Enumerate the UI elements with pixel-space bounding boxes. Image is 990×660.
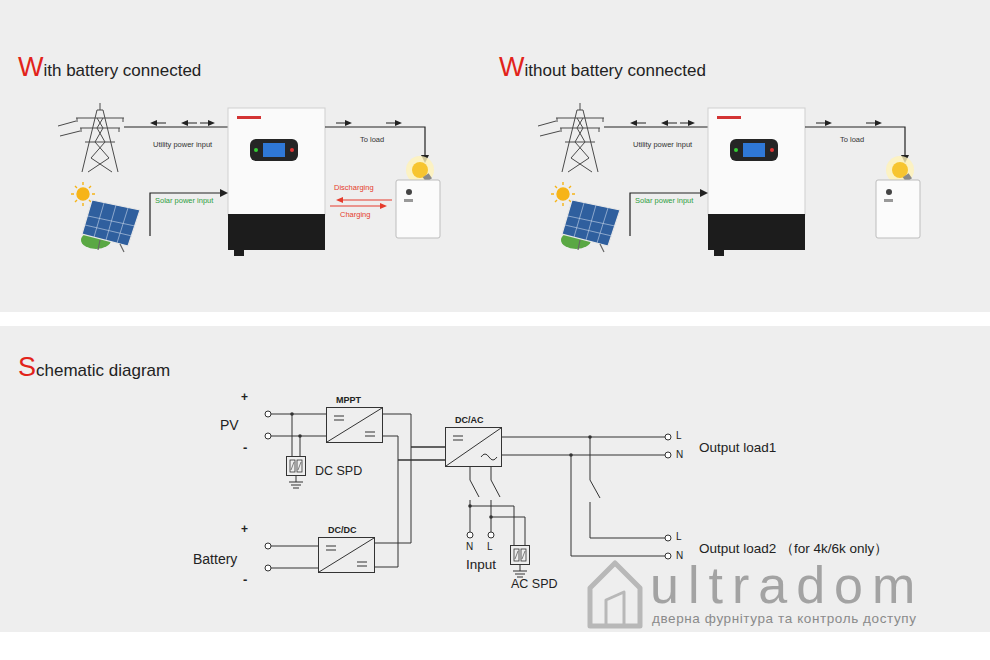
box-label: DC SPD xyxy=(315,465,362,479)
junction-dot xyxy=(290,412,294,416)
terminal xyxy=(488,532,494,538)
flow-label: Solar power input xyxy=(635,197,693,206)
converter-symbol xyxy=(327,408,382,442)
polarity-sign: + xyxy=(241,523,248,537)
converter-symbol xyxy=(287,457,305,475)
with-battery-illustration xyxy=(58,103,440,256)
wire-connector xyxy=(383,414,445,460)
surge-protector: DC SPD xyxy=(286,456,306,476)
pin-name: L xyxy=(487,541,493,553)
flow-label: Utility power input xyxy=(153,141,212,150)
flow-label: Discharging xyxy=(334,184,374,193)
dc-symbol xyxy=(334,416,344,420)
terminal xyxy=(665,452,671,458)
junction-dots xyxy=(290,412,592,519)
flow-label: Solar power input xyxy=(155,197,213,206)
terminal xyxy=(265,543,271,549)
flow-label: Charging xyxy=(340,211,370,220)
ac-spd-wires xyxy=(470,506,525,545)
junction-dot xyxy=(588,435,592,439)
dc-symbol xyxy=(365,432,375,436)
pin-name: L xyxy=(676,430,682,442)
input-wires xyxy=(470,467,500,532)
box-label: MPPT xyxy=(336,396,361,406)
port-label: Output load2 （for 4k/6k only） xyxy=(699,541,888,557)
junction-dot xyxy=(468,504,472,508)
wire-connector xyxy=(375,447,445,567)
polarity-sign: - xyxy=(243,573,247,588)
discharge-arrow xyxy=(342,199,392,200)
discharge-head xyxy=(336,197,343,203)
pin-name: N xyxy=(676,449,683,461)
dc-symbol xyxy=(357,562,367,566)
divider-line xyxy=(319,538,374,572)
logo-house xyxy=(590,563,640,626)
charge-arrow xyxy=(330,205,380,206)
converter-symbol xyxy=(319,538,374,572)
inverter-box: DC/AC xyxy=(445,427,502,467)
converter-box: DC/DC xyxy=(318,537,375,573)
terminal xyxy=(265,565,271,571)
port-label: Input xyxy=(466,557,496,573)
converter-symbol xyxy=(511,546,529,564)
watermark: дверна фурнітура та контроль доступу xyxy=(652,611,917,627)
output1-wires xyxy=(502,437,665,455)
polarity-sign: - xyxy=(243,441,247,456)
junction-dot xyxy=(489,515,493,519)
polarity-sign: + xyxy=(241,391,248,405)
logo-door xyxy=(606,592,624,626)
divider-line xyxy=(446,428,501,466)
terminal xyxy=(265,433,271,439)
box-label: AC SPD xyxy=(511,578,558,592)
divider-line xyxy=(327,408,382,442)
section-heading: Without battery connected xyxy=(499,52,706,83)
terminal xyxy=(665,535,671,541)
section-heading: Schematic diagram xyxy=(18,352,170,383)
box-label: DC/AC xyxy=(455,416,484,426)
terminal xyxy=(665,434,671,440)
flow-label: To load xyxy=(360,136,384,145)
box-label: DC/DC xyxy=(328,526,357,536)
ac-symbol xyxy=(481,454,497,460)
without-battery-illustration xyxy=(538,103,920,256)
charge-arrows xyxy=(330,197,392,209)
output2-wires xyxy=(571,437,665,556)
dc-symbol xyxy=(326,546,336,550)
schematic-wires xyxy=(271,414,665,577)
watermark: ultradom xyxy=(650,556,924,616)
junction-dot xyxy=(569,453,573,457)
junction-dot xyxy=(298,434,302,438)
pv-wires xyxy=(271,414,326,456)
top-panel xyxy=(0,0,990,312)
flow-label: Utility power input xyxy=(633,141,692,150)
flow-label: To load xyxy=(840,136,864,145)
varistor-mark xyxy=(291,462,301,470)
ground-symbol xyxy=(289,476,303,488)
converter-symbol xyxy=(446,428,501,466)
ground-symbol xyxy=(513,565,527,577)
surge-protector: AC SPD xyxy=(510,545,530,565)
watermark-logo xyxy=(590,563,640,626)
converter-box: MPPT xyxy=(326,407,383,443)
battery-wires xyxy=(271,546,318,568)
dc-symbol xyxy=(453,436,463,440)
terminal xyxy=(467,532,473,538)
pin-name: N xyxy=(466,541,473,553)
varistor-mark xyxy=(515,551,525,559)
terminal xyxy=(265,411,271,417)
port-label: Battery xyxy=(193,551,237,567)
section-heading: With battery connected xyxy=(18,52,201,83)
charge-head xyxy=(380,203,387,209)
pin-name: L xyxy=(676,531,682,543)
port-label: PV xyxy=(220,417,239,433)
port-label: Output load1 xyxy=(699,440,776,456)
